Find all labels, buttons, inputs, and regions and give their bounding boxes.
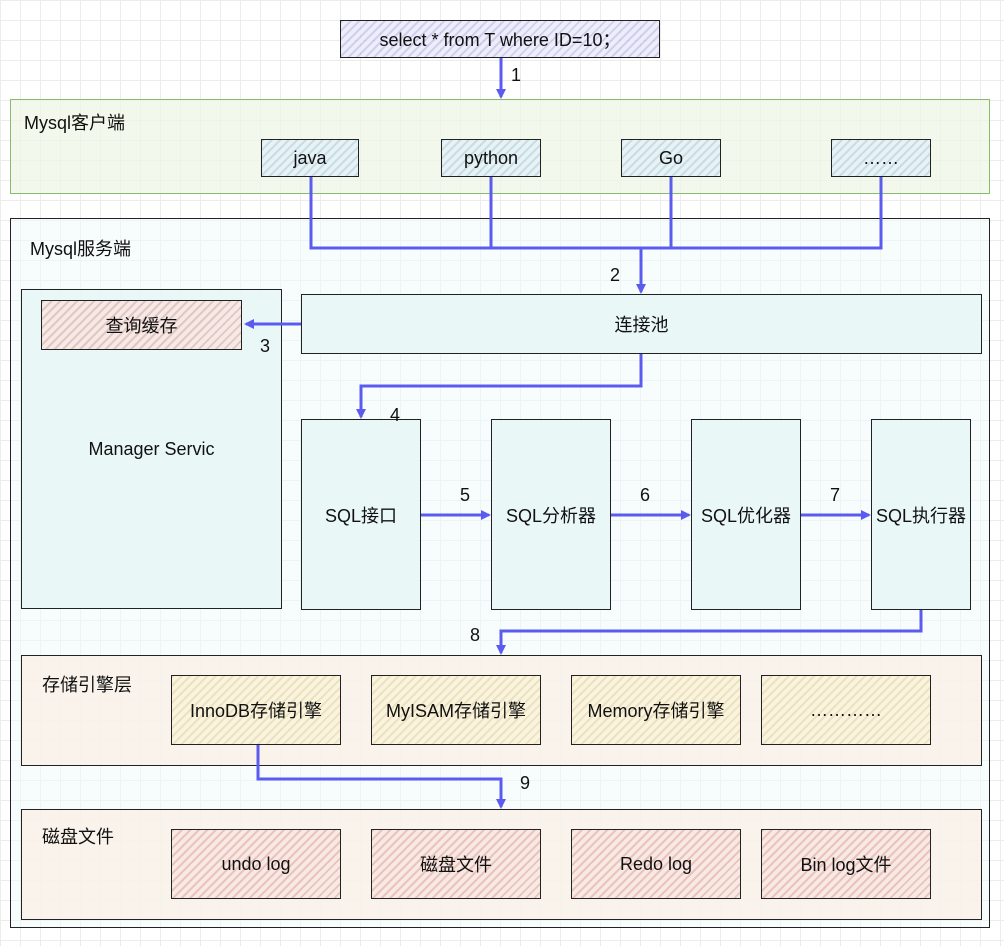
file-bin-log: Bin log文件: [761, 829, 931, 899]
sql-interface: SQL接口: [301, 419, 421, 610]
query-cache: 查询缓存: [41, 300, 242, 350]
step-7: 7: [830, 485, 841, 505]
engine-myisam: MyISAM存储引擎: [371, 675, 541, 745]
server-title: Mysql服务端: [30, 239, 132, 259]
connection-pool: 连接池: [301, 294, 982, 354]
client-more: ……: [831, 139, 931, 177]
step-3: 3: [260, 336, 271, 356]
file-redo-log: Redo log: [571, 829, 741, 899]
engine-memory: Memory存储引擎: [571, 675, 741, 745]
disk-title: 磁盘文件: [42, 827, 114, 847]
query-text: select * from T where ID=10；: [379, 30, 621, 50]
engine-innodb: InnoDB存储引擎: [171, 675, 341, 745]
storage-title: 存储引擎层: [42, 675, 132, 695]
step-8: 8: [470, 625, 481, 645]
client-python: python: [441, 139, 541, 177]
step-5: 5: [460, 485, 471, 505]
sql-executor: SQL执行器: [871, 419, 971, 610]
step-9: 9: [520, 773, 531, 793]
engine-more: …………: [761, 675, 931, 745]
step-4: 4: [390, 405, 401, 425]
query-box: select * from T where ID=10；: [340, 20, 660, 58]
step-2: 2: [610, 265, 621, 285]
file-undo-log: undo log: [171, 829, 341, 899]
step-1: 1: [511, 65, 522, 85]
client-go: Go: [621, 139, 721, 177]
sql-optimizer: SQL优化器: [691, 419, 801, 610]
client-title: Mysql客户端: [24, 113, 126, 133]
sql-analyzer: SQL分析器: [491, 419, 611, 610]
client-java: java: [261, 139, 359, 177]
step-6: 6: [640, 485, 651, 505]
file-disk: 磁盘文件: [371, 829, 541, 899]
